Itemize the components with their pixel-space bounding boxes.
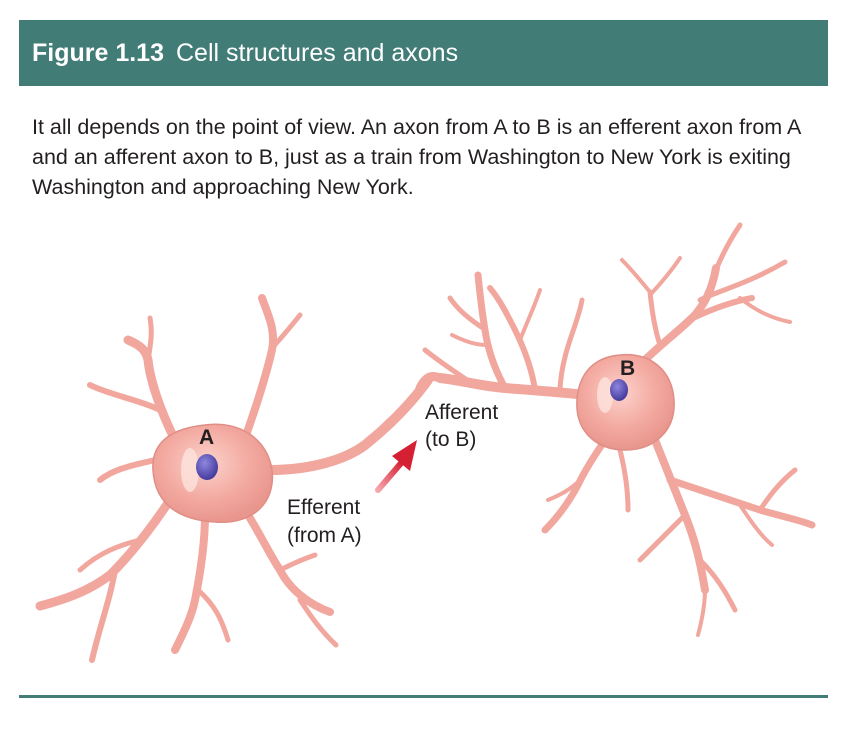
efferent-label-line2: (from A) xyxy=(287,524,362,547)
neuron-a xyxy=(35,294,445,663)
axon-a-to-b xyxy=(265,371,445,475)
neuron-a-body xyxy=(152,423,274,524)
figure-title: Cell structures and axons xyxy=(176,38,459,67)
efferent-label-line1: Efferent xyxy=(287,496,360,519)
bottom-rule xyxy=(19,695,828,698)
figure-caption: It all depends on the point of view. An … xyxy=(32,115,801,199)
neuron-diagram: A B Afferent (to B) Efferent (from A) xyxy=(35,222,816,663)
figure-header: Figure 1.13 Cell structures and axons xyxy=(19,20,828,86)
afferent-label-line1: Afferent xyxy=(425,401,498,424)
neuron-a-label: A xyxy=(199,426,214,449)
neuron-a-nucleus xyxy=(196,454,218,480)
neuron-b-nucleus xyxy=(610,379,628,401)
figure-number: Figure 1.13 xyxy=(32,38,164,67)
direction-arrow xyxy=(375,440,417,493)
afferent-label-line2: (to B) xyxy=(425,428,476,451)
neuron-b-label: B xyxy=(620,357,635,380)
neuron-b-dendrites xyxy=(422,222,816,637)
neuron-b xyxy=(422,222,816,637)
neuron-b-body xyxy=(576,353,675,451)
neuron-a-dendrites xyxy=(35,294,339,663)
